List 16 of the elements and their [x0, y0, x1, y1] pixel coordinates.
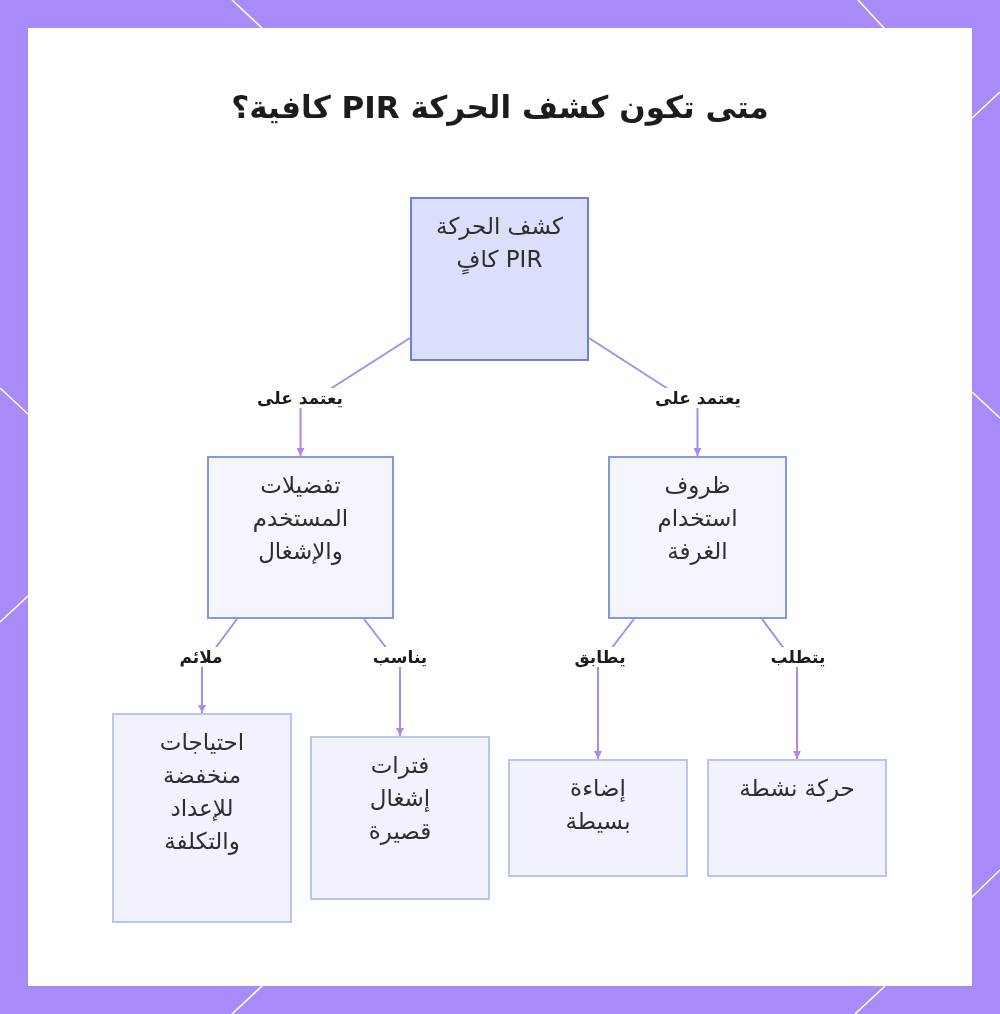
- arrow: [761, 618, 801, 760]
- edge-label: يتطلب: [770, 647, 826, 667]
- edge-label: يناسب: [372, 647, 428, 667]
- process-box: تفضيلات المستخدم والإشغال: [207, 456, 394, 619]
- edge-label: يطابق: [574, 647, 626, 667]
- title: متى تكون كشف الحركة PIR كافية؟: [231, 88, 769, 127]
- process-box: كشف الحركة PIR كافٍ: [410, 197, 589, 361]
- process-box: فترات إشغال قصيرة: [310, 736, 490, 900]
- process-box: احتياجات منخفضة للإعداد والتكلفة: [112, 713, 292, 923]
- edge-label: ملائم: [179, 647, 223, 667]
- edge-label: يعتمد على: [257, 388, 343, 408]
- arrow: [594, 618, 635, 760]
- process-box: حركة نشطة: [707, 759, 887, 877]
- edge-label: يعتمد على: [655, 388, 741, 408]
- process-box: ظروف استخدام الغرفة: [608, 456, 787, 619]
- process-box: إضاءة بسيطة: [508, 759, 688, 877]
